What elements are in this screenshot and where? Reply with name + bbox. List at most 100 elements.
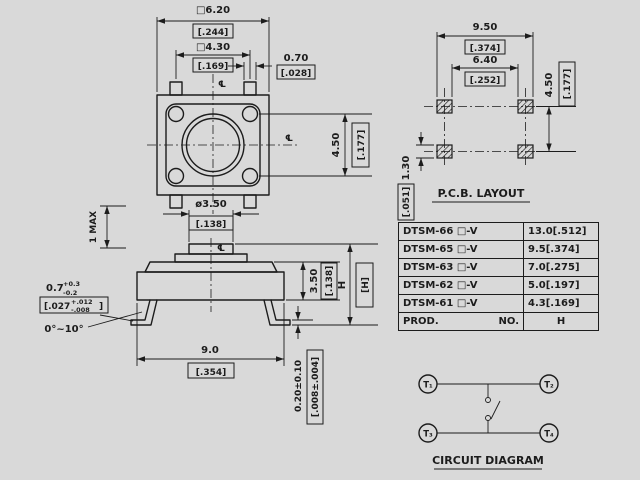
switch-contact	[485, 415, 491, 421]
button-inner	[185, 117, 241, 173]
solder-pad	[517, 99, 534, 114]
circuit-diagram-title: CIRCUIT DIAGRAM	[432, 454, 544, 467]
dim-plunger-dia: ø3.50 [.138]	[163, 199, 259, 242]
right-lead	[263, 299, 291, 326]
terminal-label: T₃	[423, 430, 433, 440]
dim-value: 1 MAX	[89, 211, 99, 243]
dim-value: ø3.50	[195, 199, 227, 210]
terminal-pin	[243, 194, 257, 209]
dim-pin-pitch: 4.50 [.177]	[259, 113, 372, 177]
corner-rivet	[167, 105, 185, 123]
product-table: DTSM-66 □-V 13.0[.512] DTSM-65 □-V 9.5[.…	[398, 222, 599, 331]
dim-value-inch: [.138]	[196, 220, 226, 230]
dim-lead-angle: 0°~10°	[44, 311, 143, 335]
circuit-diagram: T₁ T₂ T₃ T₄ CIRCUIT DIAGRAM	[418, 374, 559, 470]
dim-pad-outer: 9.50 [.374]	[436, 22, 534, 97]
solder-pad	[436, 144, 453, 159]
table-cell-prod: DTSM-62 □-V	[399, 276, 523, 294]
dim-value-inch: [.008±.004]	[311, 357, 321, 417]
dim-value-inch: [.244]	[198, 28, 228, 38]
solder-pad	[436, 99, 453, 114]
dim-value: 0.7	[46, 283, 64, 294]
dim-pad-row-pitch: 4.50 [.177]	[536, 61, 576, 152]
terminal-pin	[243, 81, 257, 96]
dim-tol-plus: +0.3	[63, 280, 80, 288]
dim-value-inch: [.169]	[198, 62, 228, 72]
table-cell-h: 7.0[.275]	[523, 258, 598, 276]
dim-value-inch: [.138]	[325, 266, 335, 296]
top-view: ℄ ℄ □6.20 [.244] □4.30 [.169]	[147, 5, 372, 214]
corner-rivet	[241, 167, 259, 185]
dim-standoff: 0.20±0.10 [.008±.004]	[292, 306, 324, 425]
button-outer	[181, 113, 245, 177]
dim-value-inch: [.354]	[196, 368, 226, 378]
switch-arm	[490, 400, 501, 420]
table-cell-prod: DTSM-66 □-V	[403, 226, 478, 237]
dim-body-width: □6.20 [.244]	[156, 5, 270, 92]
switch-contact	[485, 397, 491, 403]
table-cell-h: 13.0[.512]	[523, 223, 598, 240]
dim-travel: 1 MAX	[89, 205, 126, 249]
dim-value-inch: [.028]	[281, 69, 311, 79]
dim-value-inch: [.051]	[402, 187, 412, 217]
dim-value: 3.50	[309, 269, 320, 294]
dim-total-height: H [H]	[235, 243, 378, 326]
dim-value-inch: [H]	[361, 277, 371, 293]
dim-value-inch: [.027	[44, 302, 70, 312]
dim-body-height: 3.50 [.138]	[274, 261, 340, 301]
pcb-layout-title: P.C.B. LAYOUT	[438, 187, 525, 200]
dim-value-inch: [.177]	[563, 69, 573, 99]
table-cell-h: 5.0[.197]	[523, 276, 598, 294]
dim-pad-inner: 6.40 [.252]	[451, 55, 519, 97]
terminal-label: T₁	[423, 381, 433, 391]
terminal-pin	[169, 194, 183, 209]
solder-pad	[517, 144, 534, 159]
centerline-symbol: ℄	[218, 80, 226, 90]
table-footer-prod-label: PROD.	[403, 316, 439, 327]
dim-tol-minus-inch: -.008	[71, 306, 90, 314]
centerline-symbol: ℄	[285, 134, 293, 144]
table-cell-prod: DTSM-65 □-V	[399, 240, 523, 258]
switch-base	[136, 271, 285, 301]
dim-bracket-close: ]	[99, 302, 103, 312]
table-cell-prod: DTSM-63 □-V	[399, 258, 523, 276]
dim-value: 4.50	[544, 73, 555, 98]
dim-value: 9.0	[201, 345, 219, 356]
table-footer-no-label: NO.	[498, 316, 519, 327]
table-cell-prod: DTSM-61 □-V	[399, 294, 523, 312]
switch-body-inner	[165, 103, 261, 187]
dim-value: 0°~10°	[44, 324, 83, 335]
dim-value: 0.20±0.10	[294, 360, 304, 412]
dim-value: 9.50	[473, 22, 498, 33]
table-footer-h-label: H	[523, 312, 598, 330]
terminal-label: T₄	[544, 430, 554, 440]
dim-value: 6.40	[473, 55, 498, 66]
corner-rivet	[167, 167, 185, 185]
dim-value-inch: [.177]	[357, 130, 367, 160]
dim-tol-plus-inch: +.012	[71, 298, 92, 306]
table-cell-h: 4.3[.169]	[523, 294, 598, 312]
corner-rivet	[241, 105, 259, 123]
table-footer-prod-no: PROD. NO.	[399, 312, 523, 330]
table-cell-h: 9.5[.374]	[523, 240, 598, 258]
dim-lead-thickness: 0.7 +0.3 -0.2 [.027 +.012 -.008 ]	[39, 280, 134, 322]
dim-pin-width: 0.70 [.028]	[228, 53, 316, 80]
dim-value: 0.70	[284, 53, 309, 64]
pcb-layout: 9.50 [.374] 6.40 [.252] 4.50 [.177] 1.30	[397, 22, 576, 221]
dim-pin-span: □4.30 [.169]	[175, 42, 251, 79]
terminal-pin	[169, 81, 183, 96]
dim-value: 1.30	[401, 156, 412, 181]
side-view: ℄ ø3.50 [.138] 1 MAX 0.7 +0.3 -0.2 [	[39, 199, 378, 425]
left-lead	[130, 299, 158, 326]
dim-value: □4.30	[196, 42, 230, 53]
dim-value-inch: [.252]	[470, 76, 500, 86]
dim-value: H	[337, 281, 348, 289]
centerline-symbol: ℄	[217, 244, 225, 254]
dim-tol-minus: -0.2	[63, 289, 77, 297]
dim-pad-height: 1.30 [.051]	[397, 132, 434, 221]
dim-value-inch: [.374]	[470, 44, 500, 54]
dim-value: □6.20	[196, 5, 230, 16]
terminal-label: T₂	[544, 381, 554, 391]
